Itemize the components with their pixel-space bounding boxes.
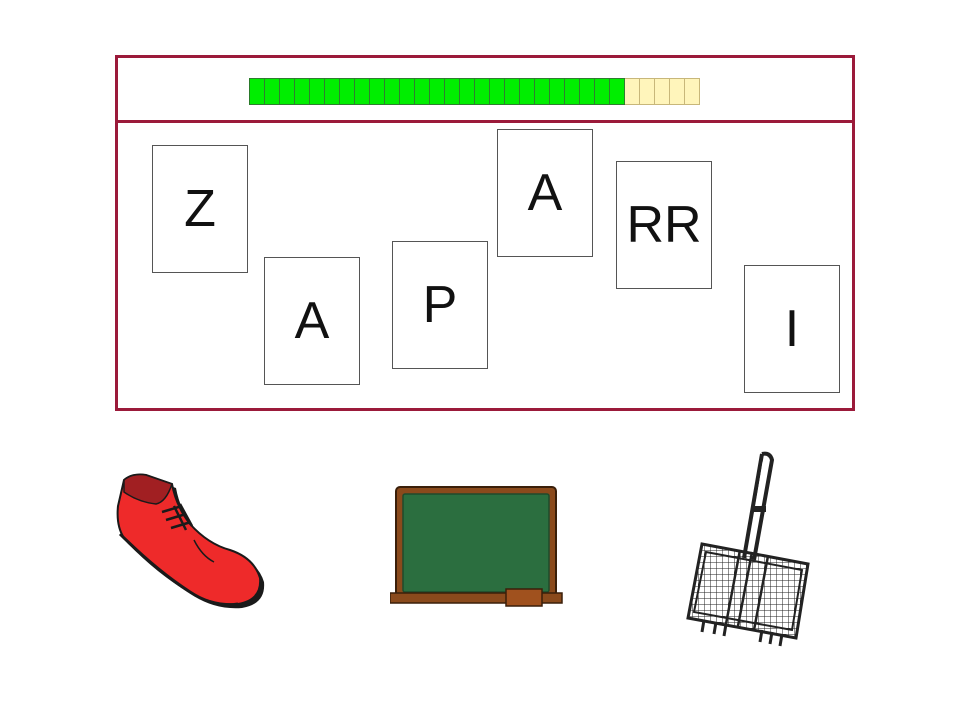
progress-segment-done [415,78,430,105]
letter-card-rr[interactable]: RR [616,161,712,289]
progress-segment-done [340,78,355,105]
progress-segment-done [580,78,595,105]
progress-segment-done [595,78,610,105]
progress-segment-done [520,78,535,105]
progress-segment-done [505,78,520,105]
letter-card-a-second[interactable]: A [497,129,593,257]
progress-segment-done [280,78,295,105]
board-divider [118,120,852,123]
progress-segment-done [355,78,370,105]
progress-segment-remaining [625,78,640,105]
progress-segment-done [475,78,490,105]
progress-segment-done [550,78,565,105]
progress-segment-done [535,78,550,105]
progress-bar [249,78,700,105]
letter-card-i[interactable]: I [744,265,840,393]
progress-segment-remaining [655,78,670,105]
progress-segment-done [430,78,445,105]
progress-segment-done [460,78,475,105]
progress-segment-done [265,78,280,105]
progress-segment-done [295,78,310,105]
progress-segment-done [385,78,400,105]
letter-card-z[interactable]: Z [152,145,248,273]
progress-segment-done [610,78,625,105]
progress-segment-done [445,78,460,105]
progress-segment-done [325,78,340,105]
chalkboard-icon[interactable] [390,485,565,610]
grill-basket-icon[interactable] [680,448,815,648]
progress-segment-done [370,78,385,105]
letter-card-p[interactable]: P [392,241,488,369]
progress-segment-done [490,78,505,105]
red-shoe-icon[interactable] [116,470,270,615]
progress-segment-done [400,78,415,105]
letter-card-a[interactable]: A [264,257,360,385]
progress-segment-done [310,78,325,105]
progress-segment-remaining [685,78,700,105]
progress-segment-remaining [640,78,655,105]
progress-segment-done [250,78,265,105]
progress-segment-done [565,78,580,105]
progress-segment-remaining [670,78,685,105]
